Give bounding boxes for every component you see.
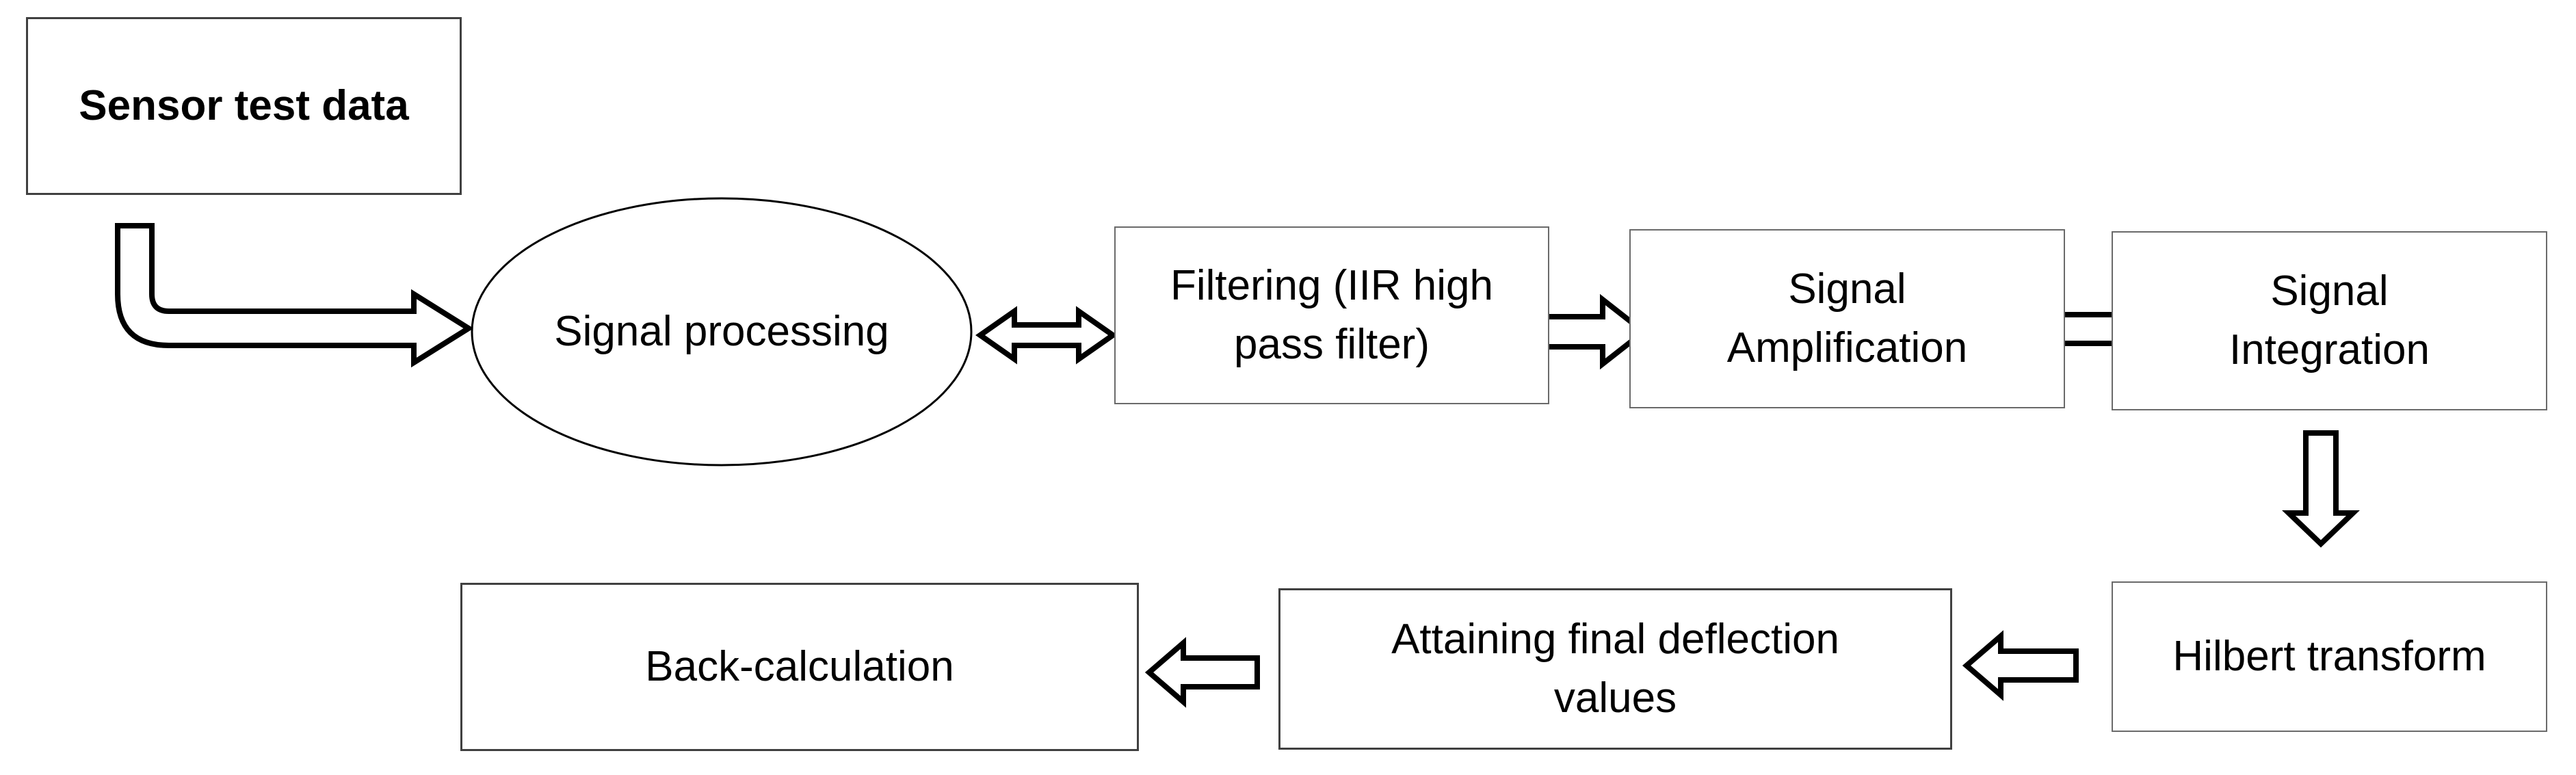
filtering-label: Filtering (IIR high pass filter): [1170, 262, 1494, 368]
sensor-test-data-node: Sensor test data: [26, 17, 462, 195]
sensor-test-data-label: Sensor test data: [79, 82, 409, 130]
final-deflection-label: Attaining final deflection values: [1391, 616, 1839, 722]
final-deflection-node: Attaining final deflection values: [1278, 588, 1952, 750]
signal-amplification-node: Signal Amplification: [1629, 229, 2065, 408]
arrow-sensor-to-processing: [115, 223, 474, 368]
signal-processing-node: Signal processing: [499, 287, 944, 376]
hilbert-transform-node: Hilbert transform: [2112, 581, 2547, 732]
signal-amplification-label: Signal Amplification: [1726, 265, 1968, 371]
filtering-node: Filtering (IIR high pass filter): [1114, 226, 1549, 404]
hilbert-transform-label: Hilbert transform: [2172, 633, 2486, 681]
arrow-integration-to-hilbert: [2282, 430, 2360, 548]
arrow-processing-filtering: [975, 306, 1118, 365]
signal-processing-label: Signal processing: [554, 308, 889, 356]
arrow-final-to-backcalc: [1144, 637, 1260, 708]
arrow-hilbert-to-final-main: [1962, 630, 2079, 701]
signal-integration-label: Signal Integration: [2229, 267, 2430, 373]
signal-integration-node: Signal Integration: [2112, 231, 2547, 410]
back-calculation-node: Back-calculation: [460, 583, 1139, 751]
back-calculation-label: Back-calculation: [645, 643, 954, 691]
arrow-filtering-to-amplification: [1532, 293, 1648, 370]
signal-processing-ellipse: [471, 197, 973, 467]
